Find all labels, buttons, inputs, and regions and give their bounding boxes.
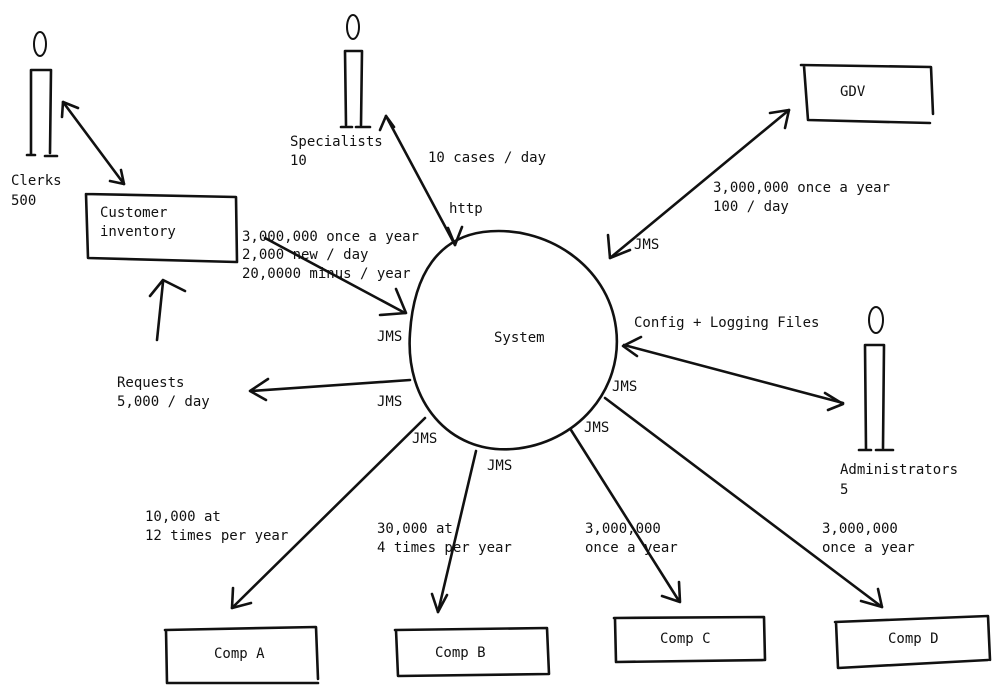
system-requests-arrow (248, 377, 412, 402)
jms-comp-b-label: JMS (487, 458, 512, 474)
comp-c-flow-line2: once a year (585, 540, 678, 556)
system-comp-b-arrow (430, 449, 478, 614)
comp-b-flow-line2: 4 times per year (377, 540, 512, 556)
inventory-flow-line3: 20,0000 minus / year (242, 266, 411, 282)
comp-c-flow-line1: 3,000,000 (585, 521, 661, 537)
inventory-flow-line1: 3,000,000 once a year (242, 229, 419, 245)
clerks-inventory-arrow (60, 100, 126, 186)
comp-d-label: Comp D (888, 631, 939, 647)
comp-d-flow-line2: once a year (822, 540, 915, 556)
comp-c-label: Comp C (660, 631, 711, 647)
specialists-system-arrow (378, 114, 464, 247)
system-comp-c-arrow (569, 428, 682, 604)
comp-b-label: Comp B (435, 645, 486, 661)
requests-rate: 5,000 / day (117, 394, 210, 410)
comp-b-box: Comp B (393, 626, 551, 678)
comp-a-flow-line1: 10,000 at (145, 509, 221, 525)
system-comp-a-arrow (230, 416, 427, 610)
specialists-actor: Specialists 10 (290, 14, 383, 169)
config-logging-label: Config + Logging Files (634, 315, 819, 331)
jms-inventory-label: JMS (377, 329, 402, 345)
jms-comp-d-label: JMS (612, 379, 637, 395)
comp-a-border (163, 625, 320, 685)
clerks-head-icon (33, 31, 47, 57)
specialists-head-icon (346, 14, 360, 40)
specialists-body-icon (339, 49, 372, 129)
comp-b-flow-line1: 30,000 at (377, 521, 453, 537)
jms-requests-label: JMS (377, 394, 402, 410)
system-label: System (494, 330, 545, 346)
administrators-name: Administrators (840, 462, 958, 478)
clerks-name: Clerks (11, 173, 62, 189)
clerks-count: 500 (11, 193, 36, 209)
gdv-label: GDV (840, 84, 866, 100)
comp-a-box: Comp A (163, 625, 320, 685)
inventory-flow-line2: 2,000 new / day (242, 247, 368, 263)
customer-inventory-box: Customer inventory (84, 192, 239, 264)
clerks-body-icon (25, 68, 59, 158)
customer-inventory-label-line1: Customer (100, 205, 167, 221)
clerks-actor: Clerks 500 (11, 31, 62, 209)
gdv-flow-line2: 100 / day (713, 199, 789, 215)
comp-b-border (393, 626, 551, 678)
system-node: System (408, 229, 619, 451)
customer-inventory-label-line2: inventory (100, 224, 176, 240)
jms-comp-c-label: JMS (584, 420, 609, 436)
administrators-head-icon (868, 306, 884, 334)
system-gdv-arrow (606, 108, 791, 260)
jms-gdv-label: JMS (634, 237, 659, 253)
system-administrators-arrow (621, 335, 845, 412)
inventory-system-arrow (263, 236, 408, 317)
administrators-actor: Administrators 5 (840, 306, 958, 498)
comp-d-flow-line1: 3,000,000 (822, 521, 898, 537)
http-label: http (449, 201, 483, 217)
specialists-name: Specialists (290, 134, 383, 150)
system-circle (408, 229, 619, 451)
specialists-rate-label: 10 cases / day (428, 150, 546, 166)
gdv-flow-line1: 3,000,000 once a year (713, 180, 890, 196)
administrators-body-icon (857, 343, 895, 452)
comp-d-border (833, 614, 992, 670)
comp-d-box: Comp D (833, 614, 992, 670)
system-comp-d-arrow (603, 396, 884, 609)
requests-inventory-arrow (148, 278, 187, 342)
administrators-count: 5 (840, 482, 848, 498)
comp-c-border (612, 615, 767, 664)
comp-a-label: Comp A (214, 646, 265, 662)
gdv-box: GDV (799, 63, 935, 125)
specialists-count: 10 (290, 153, 307, 169)
comp-a-flow-line2: 12 times per year (145, 528, 288, 544)
comp-c-box: Comp C (612, 615, 767, 664)
jms-comp-a-label: JMS (412, 431, 437, 447)
gdv-border (799, 63, 935, 125)
requests-title: Requests (117, 375, 184, 391)
customer-inventory-border (84, 192, 239, 264)
